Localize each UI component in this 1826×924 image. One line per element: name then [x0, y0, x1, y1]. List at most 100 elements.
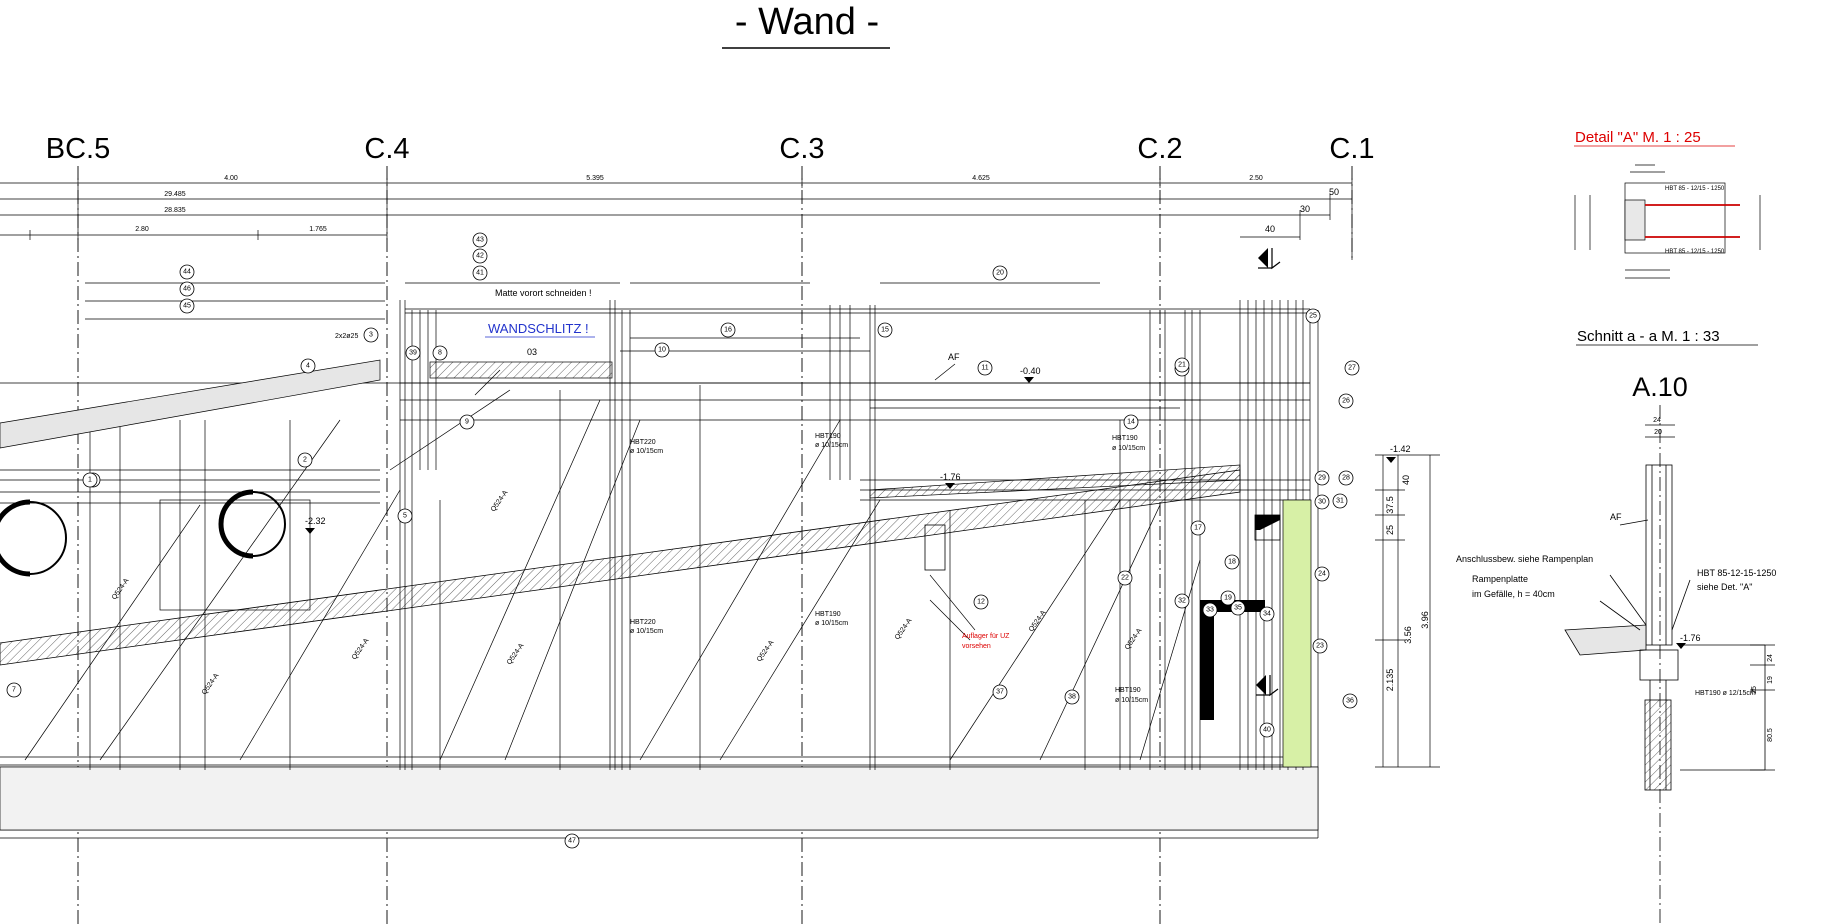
position-bubble-circle	[1230, 600, 1246, 616]
hbt190-c: HBT190	[1112, 435, 1138, 442]
position-bubble-circle	[297, 452, 313, 468]
position-bubble-circle	[405, 345, 421, 361]
level-142: -1.42	[1390, 444, 1411, 454]
level-176: -1.76	[940, 472, 961, 482]
right-dimension-lines	[1375, 454, 1440, 768]
hbt220-b-spec: ø 10/15cm	[630, 628, 663, 635]
position-bubble-5: 5	[397, 508, 413, 524]
axis-label-c1: C.1	[1329, 133, 1374, 165]
position-bubble-circle	[1117, 570, 1133, 586]
position-bubble-28: 28	[1338, 470, 1354, 486]
detail-a-hbt-bottom: HBT 85 - 12/15 - 1250	[1665, 249, 1725, 255]
section-rampen-1: Rampenplatte	[1472, 574, 1528, 584]
section-marker-a	[1258, 248, 1281, 270]
position-bubble-26: 26	[1338, 393, 1354, 409]
position-bubble-circle	[720, 322, 736, 338]
position-bubble-33: 33	[1202, 602, 1218, 618]
position-bubble-35: 35	[1230, 600, 1246, 616]
position-bubble-number: 8	[438, 350, 442, 357]
position-bubble-circle	[1259, 722, 1275, 738]
position-bubble-36: 36	[1342, 693, 1358, 709]
rdim-375: 37.5	[1385, 496, 1395, 514]
position-bubble-number: 12	[977, 599, 985, 606]
rdim-40: 40	[1401, 475, 1411, 485]
position-bubble-31: 31	[1332, 493, 1348, 509]
position-bubble-number: 42	[476, 253, 484, 260]
wall-openings	[924, 514, 1281, 720]
note-auflager-1: Auflager für UZ	[962, 633, 1010, 640]
position-bubble-25: 25	[1305, 308, 1321, 324]
position-bubble-32: 32	[1174, 593, 1190, 609]
position-bubble-27: 27	[1344, 360, 1360, 376]
position-bubble-number: 41	[476, 270, 484, 277]
dim-29485: 29.485	[164, 191, 186, 198]
position-bubble-7: 7	[6, 682, 22, 698]
position-bubble-10: 10	[654, 342, 670, 358]
axis-label-c2: C.2	[1137, 133, 1182, 165]
position-bubble-circle	[1314, 566, 1330, 582]
position-bubble-40: 40	[1259, 722, 1275, 738]
position-bubble-number: 32	[1178, 598, 1186, 605]
section-af: AF	[1610, 512, 1622, 522]
position-bubble-circle	[973, 594, 989, 610]
position-bubble-circle	[992, 265, 1008, 281]
position-bubble-circle	[472, 265, 488, 281]
section-hbt190: HBT190 ø 12/15cm	[1695, 690, 1756, 697]
position-bubble-24: 24	[1314, 566, 1330, 582]
position-bubble-3: 3	[363, 327, 379, 343]
position-bubble-46: 46	[179, 281, 195, 297]
position-bubble-number: 15	[881, 327, 889, 334]
position-bubble-circle	[1202, 602, 1218, 618]
position-bubble-circle	[1064, 689, 1080, 705]
position-bubble-number: 10	[658, 347, 666, 354]
rdim-25: 25	[1385, 525, 1395, 535]
axis-label-bc5: BC.5	[46, 133, 110, 165]
position-bubble-34: 34	[1259, 606, 1275, 622]
axis-label-c4: C.4	[364, 133, 409, 165]
position-bubble-number: 2	[303, 457, 307, 464]
position-bubble-number: 23	[1316, 643, 1324, 650]
dim-400: 4.00	[224, 175, 238, 182]
note-wandschlitz: WANDSCHLITZ !	[488, 321, 589, 336]
position-bubble-16: 16	[720, 322, 736, 338]
position-bubble-43: 43	[472, 232, 488, 248]
auflager-leader	[929, 574, 976, 631]
position-bubble-number: 24	[1318, 571, 1326, 578]
position-bubbles: 4342414446452010161533989426715121114172…	[6, 232, 1360, 849]
position-bubble-number: 19	[1224, 595, 1232, 602]
position-bubble-circle	[1314, 470, 1330, 486]
position-bubble-8: 8	[432, 345, 448, 361]
position-bubble-circle	[1314, 494, 1330, 510]
position-bubble-circle	[179, 264, 195, 280]
position-bubble-circle	[977, 360, 993, 376]
position-bubble-9: 9	[459, 414, 475, 430]
hbt190-d: HBT190	[1115, 687, 1141, 694]
position-bubble-41: 41	[472, 265, 488, 281]
position-bubble-circle	[179, 281, 195, 297]
position-bubble-15: 15	[877, 322, 893, 338]
hbt190-d-spec: ø 10/15cm	[1115, 697, 1148, 704]
position-bubble-circle	[432, 345, 448, 361]
section-hbt-spec: HBT 85-12-15-1250	[1697, 568, 1776, 578]
position-bubble-circle	[472, 248, 488, 264]
hbt220-a-spec: ø 10/15cm	[630, 448, 663, 455]
section-rdim-19: 19	[1767, 676, 1774, 684]
section-dim-24: 24	[1653, 417, 1661, 424]
dim-40: 40	[1265, 224, 1275, 234]
wandschlitz-zone	[429, 361, 613, 379]
position-bubble-number: 18	[1228, 559, 1236, 566]
position-bubble-11: 11	[977, 360, 993, 376]
position-bubble-number: 31	[1336, 498, 1344, 505]
mesh-q524-3: Q524-A	[894, 617, 914, 641]
position-bubble-39: 39	[405, 345, 421, 361]
mesh-q524-4: Q524-A	[1028, 609, 1048, 633]
note-2x2o25: 2x2ø25	[335, 333, 358, 340]
dim-280: 2.80	[135, 226, 149, 233]
section-title: Schnitt a - a M. 1 : 33	[1577, 328, 1720, 345]
note-wandschlitz-number: 03	[527, 347, 537, 357]
dim-250: 2.50	[1249, 175, 1263, 182]
position-bubble-circle	[472, 232, 488, 248]
section-marker-a-lower	[1256, 675, 1279, 697]
position-bubble-number: 22	[1121, 575, 1129, 582]
